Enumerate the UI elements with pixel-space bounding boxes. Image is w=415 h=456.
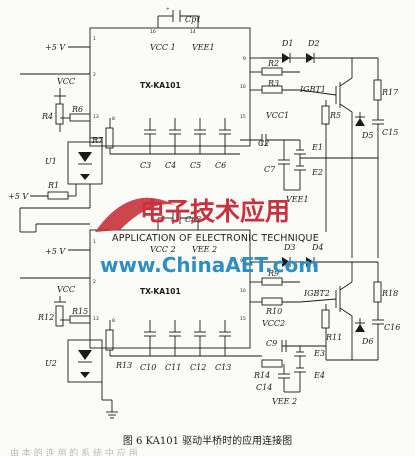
svg-text:R14: R14: [253, 371, 270, 380]
svg-text:VEE 2: VEE 2: [272, 397, 297, 406]
caps-upper: [144, 118, 231, 154]
cp1-label: Cp1: [185, 15, 201, 24]
svg-text:16: 16: [150, 29, 156, 35]
svg-text:1: 1: [93, 36, 96, 42]
chip-upper-box: [89, 27, 251, 147]
svg-text:R9: R9: [267, 269, 279, 278]
svg-text:D3: D3: [283, 243, 296, 252]
svg-text:8: 8: [112, 318, 115, 324]
svg-text:+: +: [166, 6, 170, 12]
svg-text:C7: C7: [264, 165, 276, 174]
u1-box: [67, 141, 103, 185]
svg-text:D4: D4: [311, 243, 324, 252]
svg-text:9: 9: [240, 258, 243, 264]
u2-box: [67, 339, 103, 383]
chip-upper-name: TX-KA101: [140, 81, 181, 90]
svg-text:+5 V: +5 V: [45, 247, 66, 256]
svg-text:1: 1: [93, 239, 96, 245]
svg-text:VEE 2: VEE 2: [192, 245, 217, 254]
svg-text:R7: R7: [91, 136, 104, 145]
svg-text:2: 2: [93, 279, 96, 285]
svg-text:D1: D1: [281, 39, 294, 48]
chip-lower-name: TX-KA101: [140, 287, 181, 296]
svg-text:R13: R13: [115, 361, 132, 370]
svg-text:E3: E3: [313, 349, 325, 358]
svg-text:C2: C2: [258, 139, 269, 148]
svg-text:R11: R11: [325, 333, 342, 342]
chip-upper-vee: VEE1: [192, 43, 215, 52]
svg-text:E2: E2: [311, 168, 323, 177]
svg-text:13: 13: [93, 114, 99, 120]
svg-text:C12: C12: [190, 363, 206, 372]
figure-caption: 图 6 KA101 驱动半桥时的应用连接图: [122, 436, 293, 447]
svg-text:C9: C9: [266, 339, 277, 348]
svg-text:VEE1: VEE1: [286, 195, 309, 204]
svg-text:R5: R5: [329, 111, 341, 120]
svg-text:C4: C4: [165, 161, 176, 170]
watermark-en: APPLICATION OF ELECTRONIC TECHNIQUE: [112, 233, 319, 244]
svg-text:C11: C11: [165, 363, 181, 372]
svg-text:13: 13: [93, 316, 99, 322]
svg-text:R12: R12: [37, 313, 54, 322]
svg-text:C10: C10: [140, 363, 156, 372]
svg-text:VCC: VCC: [57, 77, 75, 86]
svg-text:VCC1: VCC1: [266, 111, 289, 120]
svg-text:R3: R3: [267, 79, 279, 88]
svg-text:VCC 2: VCC 2: [150, 245, 176, 254]
svg-text:15: 15: [240, 316, 246, 322]
svg-text:R1: R1: [47, 181, 59, 190]
circuit-schematic: TX-KA101 VCC 1 VEE1 1 2 13 8 16 14 9 10 …: [8, 6, 400, 419]
svg-text:C16: C16: [384, 323, 400, 332]
watermark-url: www.ChinaAET.com: [100, 253, 319, 277]
watermark-cn: 电子技术应用: [140, 197, 290, 226]
svg-text:R6: R6: [71, 105, 83, 114]
svg-text:D2: D2: [307, 39, 320, 48]
svg-text:C5: C5: [190, 161, 201, 170]
svg-text:C6: C6: [215, 161, 226, 170]
svg-text:C13: C13: [215, 363, 231, 372]
igbt2-label: IGBT2: [303, 289, 330, 298]
svg-text:E1: E1: [311, 143, 323, 152]
svg-text:R17: R17: [381, 88, 399, 97]
svg-text:C3: C3: [140, 161, 151, 170]
svg-text:R4: R4: [41, 112, 53, 121]
svg-text:8: 8: [112, 116, 115, 122]
svg-text:10: 10: [240, 84, 246, 90]
body-text-fragment: 由 本 的 连 用 的 系 统 中 应 用: [10, 449, 138, 456]
svg-text:D5: D5: [361, 131, 374, 140]
svg-text:2: 2: [93, 72, 96, 78]
publisher-watermark: 电子技术应用 APPLICATION OF ELECTRONIC TECHNIQ…: [95, 197, 319, 277]
svg-text:VCC2: VCC2: [262, 319, 285, 328]
svg-text:R15: R15: [71, 307, 88, 316]
svg-text:VCC: VCC: [57, 285, 75, 294]
u1-label: U1: [45, 157, 57, 166]
chip-upper-vcc: VCC 1: [150, 43, 176, 52]
svg-text:E4: E4: [313, 371, 325, 380]
svg-text:C15: C15: [382, 128, 398, 137]
svg-text:15: 15: [240, 114, 246, 120]
plus5v-label-a: +5 V: [45, 43, 66, 52]
plus5v-label-b: +5 V: [8, 192, 29, 201]
svg-text:R2: R2: [267, 59, 279, 68]
svg-text:R10: R10: [265, 307, 282, 316]
caps-lower: [144, 320, 231, 356]
svg-text:C14: C14: [256, 383, 272, 392]
svg-text:9: 9: [243, 56, 246, 62]
igbt1-label: IGBT1: [299, 85, 326, 94]
svg-text:D6: D6: [361, 337, 374, 346]
svg-text:10: 10: [240, 288, 246, 294]
u2-label: U2: [45, 359, 57, 368]
svg-text:14: 14: [190, 29, 196, 35]
chip-lower-box: [89, 229, 251, 349]
svg-text:Cp2: Cp2: [185, 215, 201, 224]
svg-text:R18: R18: [381, 289, 398, 298]
